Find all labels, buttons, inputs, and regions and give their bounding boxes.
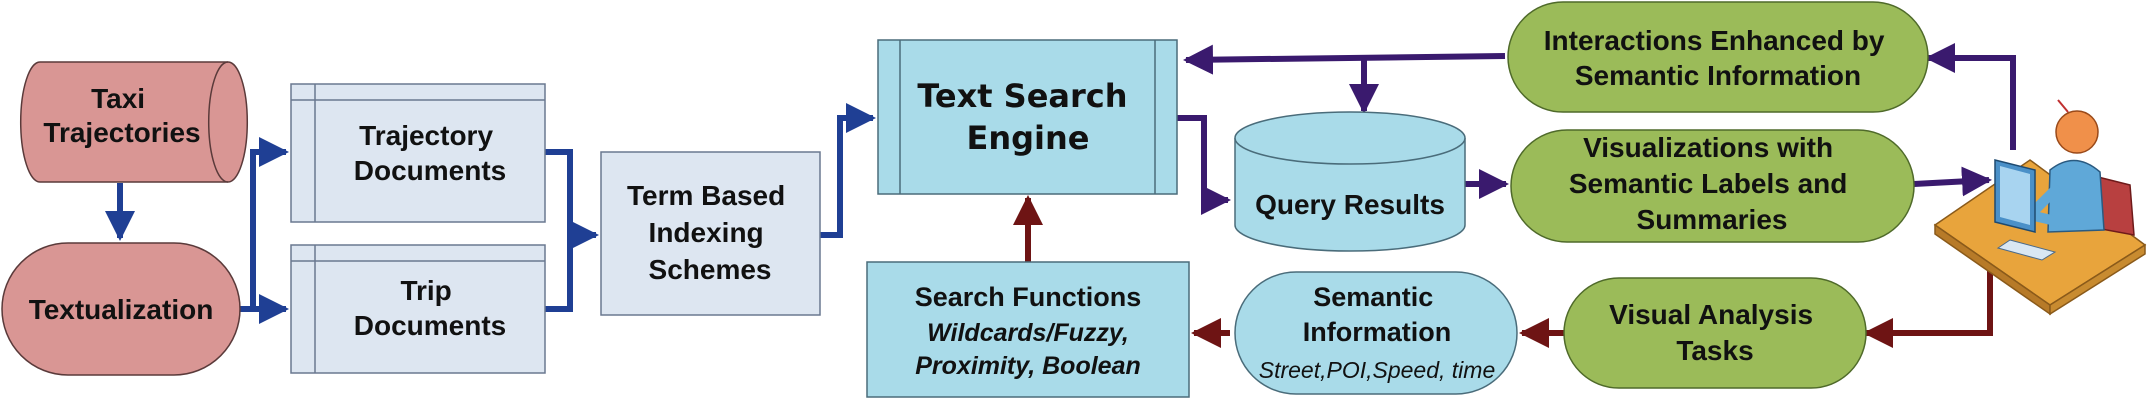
arrow-interactions-to-search-engine xyxy=(1183,44,1506,75)
visualizations-line1: Visualizations with xyxy=(1583,132,1833,163)
node-interactions: Interactions Enhanced by Semantic Inform… xyxy=(1507,1,1929,113)
visualizations-line2: Semantic Labels and xyxy=(1569,168,1848,199)
node-semantic-information: Semantic Information Street,POI,Speed, t… xyxy=(1234,271,1518,395)
interactions-line1: Interactions Enhanced by xyxy=(1544,25,1885,56)
textualization-label: Textualization xyxy=(29,294,214,325)
svg-text:Visual Analysis Tasks: Visual Analysis Tasks xyxy=(1609,299,1821,366)
node-text-search-engine: Text Search Engine xyxy=(877,39,1178,195)
trip-documents-line1: Trip xyxy=(400,275,451,306)
svg-text:Trip Documents: Trip Documents xyxy=(354,275,506,341)
semantic-subtitle: Street,POI,Speed, time xyxy=(1259,357,1496,383)
trip-documents-line2: Documents xyxy=(354,310,506,341)
svg-text:Visualizations with Sema: Visualizations with Semantic Labels and … xyxy=(1569,132,1855,235)
arrow-indexing-to-search-engine xyxy=(820,103,876,238)
arrow-user-to-interactions xyxy=(1925,43,2016,150)
svg-text:Text Search Engine: Text Search Engine xyxy=(917,77,1138,157)
indexing-line3: Schemes xyxy=(649,254,772,285)
arrow-search-engine-to-query-results xyxy=(1177,115,1231,215)
trajectory-documents-line2: Documents xyxy=(354,155,506,186)
svg-text:Interactions Enhanced by: Interactions Enhanced by Semantic Inform… xyxy=(1544,25,1893,91)
node-query-results: Query Results xyxy=(1234,111,1466,252)
svg-text:Semantic Information: Semantic Information xyxy=(1303,282,1452,347)
semantic-title-line1: Semantic xyxy=(1313,282,1433,312)
node-taxi-trajectories: Taxi Trajectories xyxy=(19,61,249,183)
node-trajectory-documents: Trajectory Documents xyxy=(290,83,546,223)
arrow-textualization-to-trajectory-docs xyxy=(240,137,289,312)
node-visualizations: Visualizations with Semantic Labels and … xyxy=(1510,129,1915,243)
arrow-trajectory-docs-to-indexing xyxy=(545,149,599,250)
node-search-functions: Search Functions Wildcards/Fuzzy, Proxim… xyxy=(866,261,1190,398)
query-results-label: Query Results xyxy=(1255,189,1445,220)
user-at-computer-icon xyxy=(1933,99,2147,316)
visual-analysis-line2: Tasks xyxy=(1676,335,1753,366)
indexing-line1: Term Based xyxy=(627,180,785,211)
connectors xyxy=(105,43,2016,348)
search-engine-line1: Text Search xyxy=(917,77,1127,115)
search-functions-line1: Wildcards/Fuzzy, xyxy=(927,319,1129,347)
arrow-visualizations-to-user xyxy=(1913,166,1992,197)
svg-text:Trajectory Documents: Trajectory Documents xyxy=(354,120,506,186)
node-visual-analysis: Visual Analysis Tasks xyxy=(1563,277,1867,389)
search-functions-title: Search Functions xyxy=(915,282,1142,312)
arrow-trip-docs-to-indexing xyxy=(545,235,573,312)
svg-text:Term Based Indexing: Term Based Indexing Schemes xyxy=(627,180,793,285)
search-engine-line2: Engine xyxy=(967,119,1090,157)
semantic-title-line2: Information xyxy=(1303,317,1452,347)
trajectory-documents-line1: Trajectory xyxy=(359,120,493,151)
interactions-line2: Semantic Information xyxy=(1575,60,1861,91)
taxi-trajectories-line1: Taxi xyxy=(91,83,145,114)
taxi-trajectories-line2: Trajectories xyxy=(43,117,200,148)
svg-text:Taxi Trajectories: Taxi Trajectories xyxy=(43,83,200,148)
search-functions-line2: Proximity, Boolean xyxy=(915,352,1141,380)
node-term-based-indexing: Term Based Indexing Schemes xyxy=(600,151,821,316)
arrow-user-to-visual-analysis xyxy=(1863,268,1993,348)
visualizations-line3: Summaries xyxy=(1637,204,1788,235)
node-trip-documents: Trip Documents xyxy=(290,244,546,374)
indexing-line2: Indexing xyxy=(649,217,764,248)
node-textualization: Textualization xyxy=(1,242,241,376)
visual-analysis-line1: Visual Analysis xyxy=(1609,299,1813,330)
